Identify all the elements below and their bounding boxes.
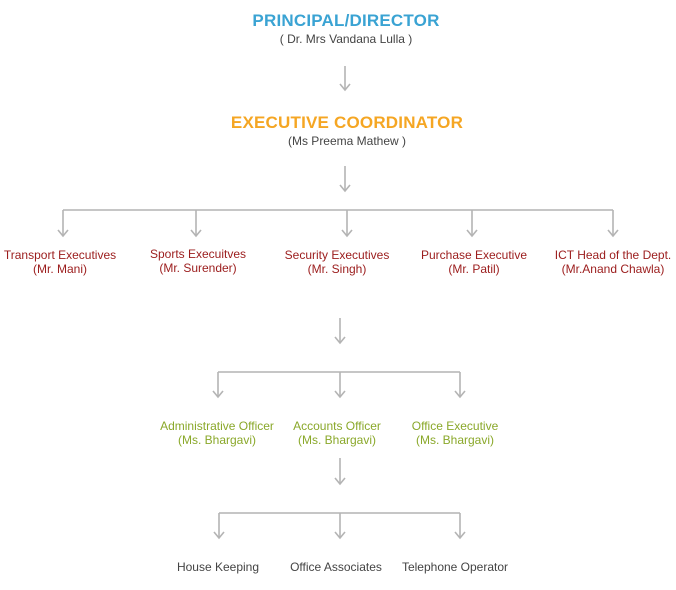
department-person: (Mr. Surender) (159, 261, 237, 275)
down-arrow-icon (190, 229, 202, 238)
staff-node-house-keeping: House Keeping (177, 560, 259, 574)
department-node-security: Security Executives (Mr. Singh) (285, 248, 390, 276)
department-role: Purchase Executive (420, 248, 528, 262)
officer-role: Administrative Officer (160, 419, 274, 433)
down-arrow-icon (339, 184, 351, 193)
down-arrow-icon (213, 531, 225, 540)
executive-title: EXECUTIVE COORDINATOR (230, 113, 464, 132)
officer-role: Accounts Officer (293, 419, 381, 433)
principal-name: ( Dr. Mrs Vandana Lulla ) (279, 32, 413, 46)
department-node-purchase: Purchase Executive (Mr. Patil) (421, 248, 527, 276)
officer-node-accounts: Accounts Officer (Ms. Bhargavi) (293, 419, 381, 447)
department-person: (Mr. Patil) (448, 262, 500, 276)
down-arrow-icon (454, 531, 466, 540)
down-arrow-icon (334, 336, 346, 345)
down-arrow-icon (334, 477, 346, 486)
department-node-sports: Sports Execuitves (Mr. Surender) (150, 247, 246, 275)
officer-person: (Ms. Bhargavi) (415, 433, 495, 447)
down-arrow-icon (339, 83, 351, 92)
down-arrow-icon (334, 390, 346, 399)
principal-title: PRINCIPAL/DIRECTOR (252, 11, 440, 30)
department-role: ICT Head of the Dept. (554, 248, 672, 262)
officer-person: (Ms. Bhargavi) (297, 433, 377, 447)
down-arrow-icon (466, 229, 478, 238)
department-role: Sports Execuitves (149, 247, 247, 261)
officer-person: (Ms. Bhargavi) (177, 433, 257, 447)
staff-role: Office Associates (290, 560, 382, 574)
down-arrow-icon (341, 229, 353, 238)
officer-node-administrative: Administrative Officer (Ms. Bhargavi) (160, 419, 274, 447)
down-arrow-icon (212, 390, 224, 399)
staff-role: Telephone Operator (401, 560, 509, 574)
staff-role: House Keeping (176, 560, 260, 574)
down-arrow-icon (57, 229, 69, 238)
officer-node-office-executive: Office Executive (Ms. Bhargavi) (412, 419, 498, 447)
staff-node-telephone-operator: Telephone Operator (402, 560, 508, 574)
staff-node-office-associates: Office Associates (290, 560, 382, 574)
department-node-transport: Transport Executives (Mr. Mani) (4, 248, 116, 276)
down-arrow-icon (607, 229, 619, 238)
department-person: (Mr. Mani) (32, 262, 87, 276)
executive-coordinator-node: EXECUTIVE COORDINATOR (Ms Preema Mathew … (231, 113, 463, 148)
department-person: (Mr. Singh) (307, 262, 367, 276)
down-arrow-icon (454, 390, 466, 399)
down-arrow-icon (334, 531, 346, 540)
principal-node: PRINCIPAL/DIRECTOR ( Dr. Mrs Vandana Lul… (252, 11, 439, 46)
officer-role: Office Executive (411, 419, 499, 433)
department-person: (Mr.Anand Chawla) (561, 262, 665, 276)
department-node-ict: ICT Head of the Dept. (Mr.Anand Chawla) (555, 248, 672, 276)
executive-name: (Ms Preema Mathew ) (287, 134, 407, 148)
department-role: Transport Executives (3, 248, 117, 262)
department-role: Security Executives (284, 248, 390, 262)
